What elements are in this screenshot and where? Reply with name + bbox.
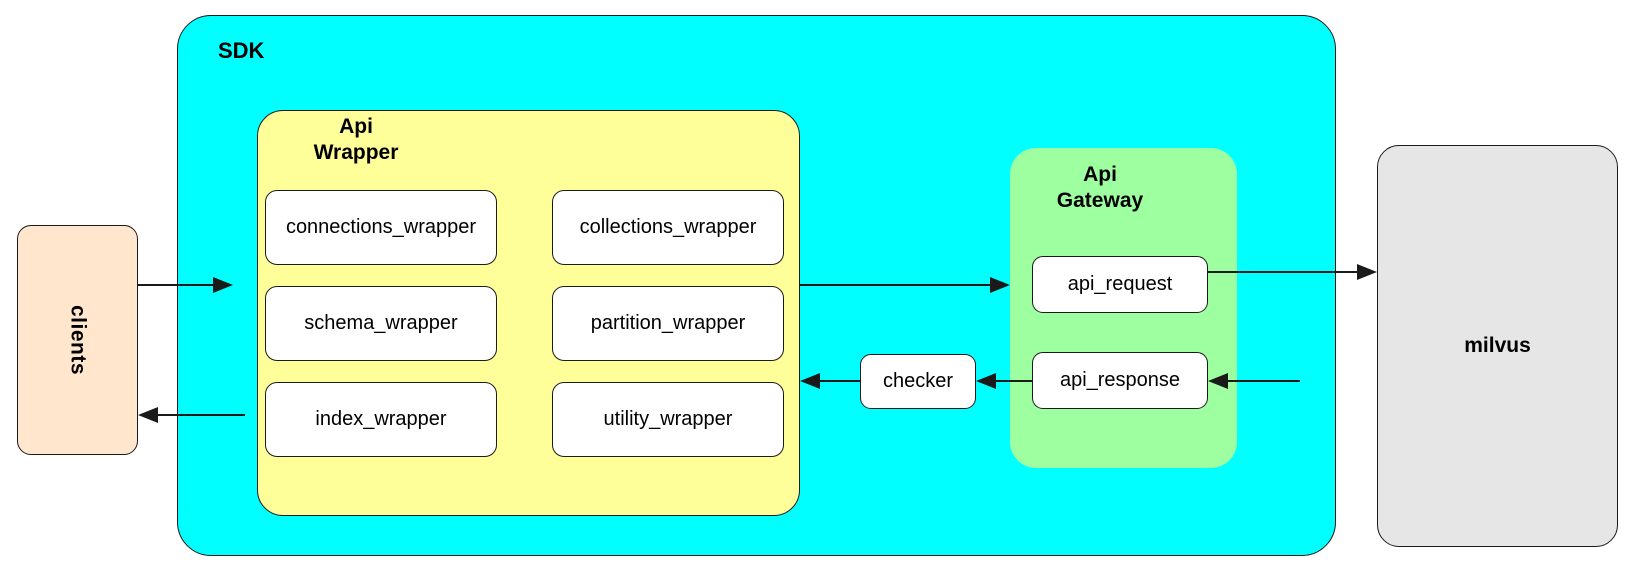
edge-api-request-to-milvus (1208, 264, 1377, 280)
node-utility-wrapper[interactable]: utility_wrapper (552, 382, 784, 457)
api-gateway-container-label: Api Gateway (1056, 163, 1144, 212)
clients-label: clients (66, 304, 90, 376)
edge-api-wrapper-to-clients (138, 407, 245, 423)
node-connections-wrapper[interactable]: connections_wrapper (265, 190, 497, 265)
edge-api-response-to-checker (976, 373, 1032, 389)
edge-checker-to-api-wrapper (800, 373, 860, 389)
node-partition-wrapper[interactable]: partition_wrapper (552, 286, 784, 361)
node-collections-wrapper[interactable]: collections_wrapper (552, 190, 784, 265)
edge-api-wrapper-to-api-gateway (800, 277, 1010, 293)
node-api-response[interactable]: api_response (1032, 352, 1208, 409)
node-index-wrapper[interactable]: index_wrapper (265, 382, 497, 457)
node-checker[interactable]: checker (860, 354, 976, 409)
api-wrapper-container-label: Api Wrapper (313, 115, 399, 164)
node-schema-wrapper[interactable]: schema_wrapper (265, 286, 497, 361)
node-api-request[interactable]: api_request (1032, 256, 1208, 313)
sdk-container-label: SDK (218, 38, 265, 63)
edge-milvus-to-api-response (1208, 373, 1300, 389)
node-clients[interactable]: clients (17, 225, 138, 455)
node-milvus[interactable]: milvus (1377, 145, 1618, 547)
edge-clients-to-api-wrapper (138, 277, 233, 293)
